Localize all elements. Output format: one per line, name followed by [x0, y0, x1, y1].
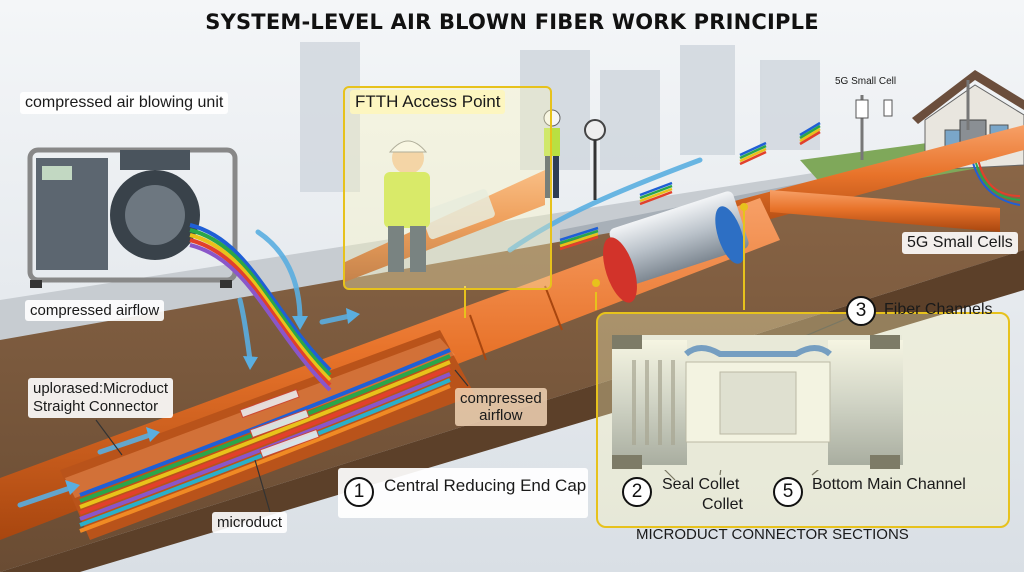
number-3-badge: 3: [846, 296, 876, 326]
flying-fiber: [739, 141, 767, 157]
hose-strand: [189, 228, 332, 377]
label-ftth: FTTH Access Point: [350, 90, 506, 114]
label-blowing-unit: compressed air blowing unit: [20, 92, 229, 114]
end-cap-box: [338, 468, 588, 518]
technician-ftth: [345, 140, 545, 282]
flying-fiber: [559, 226, 599, 242]
pressure-gauge: [584, 119, 606, 141]
hose-strand: [189, 233, 332, 382]
connector-callout-panel: [596, 312, 1010, 528]
hose-strand: [189, 243, 332, 392]
label-connector-line2: Straight Connector: [33, 398, 159, 415]
label-small-cell-top: 5G Small Cell: [835, 76, 897, 87]
flying-fiber: [559, 229, 599, 245]
number-2-badge: 2: [622, 477, 652, 507]
flying-fiber: [799, 130, 821, 146]
background-buildings: [300, 42, 820, 192]
flying-fiber: [799, 124, 821, 140]
label-bottom-channel: Bottom Main Channel: [812, 476, 966, 493]
hose-strand: [189, 238, 332, 387]
flying-fiber: [639, 184, 673, 200]
fiber-strand: [79, 360, 451, 509]
page-title: SYSTEM-LEVEL AIR BLOWN FIBER WORK PRINCI…: [205, 10, 819, 34]
flying-fiber: [799, 121, 821, 137]
label-sections: MICRODUCT CONNECTOR SECTIONS: [636, 526, 909, 543]
flying-fiber: [559, 235, 599, 251]
label-fiber-channels: Fiber Channels: [884, 301, 993, 318]
flying-fibers: [559, 121, 821, 251]
number-5-badge: 5: [773, 477, 803, 507]
small-cell-radio: [855, 99, 869, 119]
fiber-strand: [79, 366, 451, 515]
flying-fiber: [639, 187, 673, 203]
flying-fiber: [639, 181, 673, 197]
airflow-arrowheads: [65, 308, 360, 495]
label-seal-collet: Seal Collet: [662, 476, 740, 493]
flying-fiber: [739, 147, 767, 163]
label-airflow-mid: compressed airflow: [455, 388, 547, 426]
label-collet: Collet: [702, 496, 743, 513]
label-connector: uplorased:Microduct Straight Connector: [28, 378, 174, 418]
label-connector-line1: uplorased:Microduct: [33, 380, 169, 397]
hose-strand: [189, 223, 332, 372]
air-blowing-unit: [27, 147, 238, 288]
airflow-arrows: [17, 157, 703, 508]
label-small-cells: 5G Small Cells: [902, 232, 1018, 254]
flying-fiber: [559, 232, 599, 248]
fiber-strand: [79, 384, 451, 533]
label-airflow-left: compressed airflow: [25, 300, 165, 321]
number-1-badge: 1: [344, 477, 374, 507]
fiber-splice-sleeves: [239, 388, 320, 459]
flying-fiber: [739, 144, 767, 160]
unit-hoses: [189, 223, 332, 392]
label-end-cap: Central Reducing End Cap: [384, 476, 587, 495]
flying-fiber: [799, 127, 821, 143]
label-microduct: microduct: [212, 512, 288, 533]
microduct-connector: [603, 191, 749, 303]
connector-cross-section: [612, 335, 903, 470]
technician-distant: [543, 109, 606, 200]
ftth-callout-panel: [343, 86, 552, 290]
branch-duct-right: [770, 190, 1000, 232]
flying-fiber: [639, 190, 673, 206]
flying-fiber: [739, 150, 767, 166]
